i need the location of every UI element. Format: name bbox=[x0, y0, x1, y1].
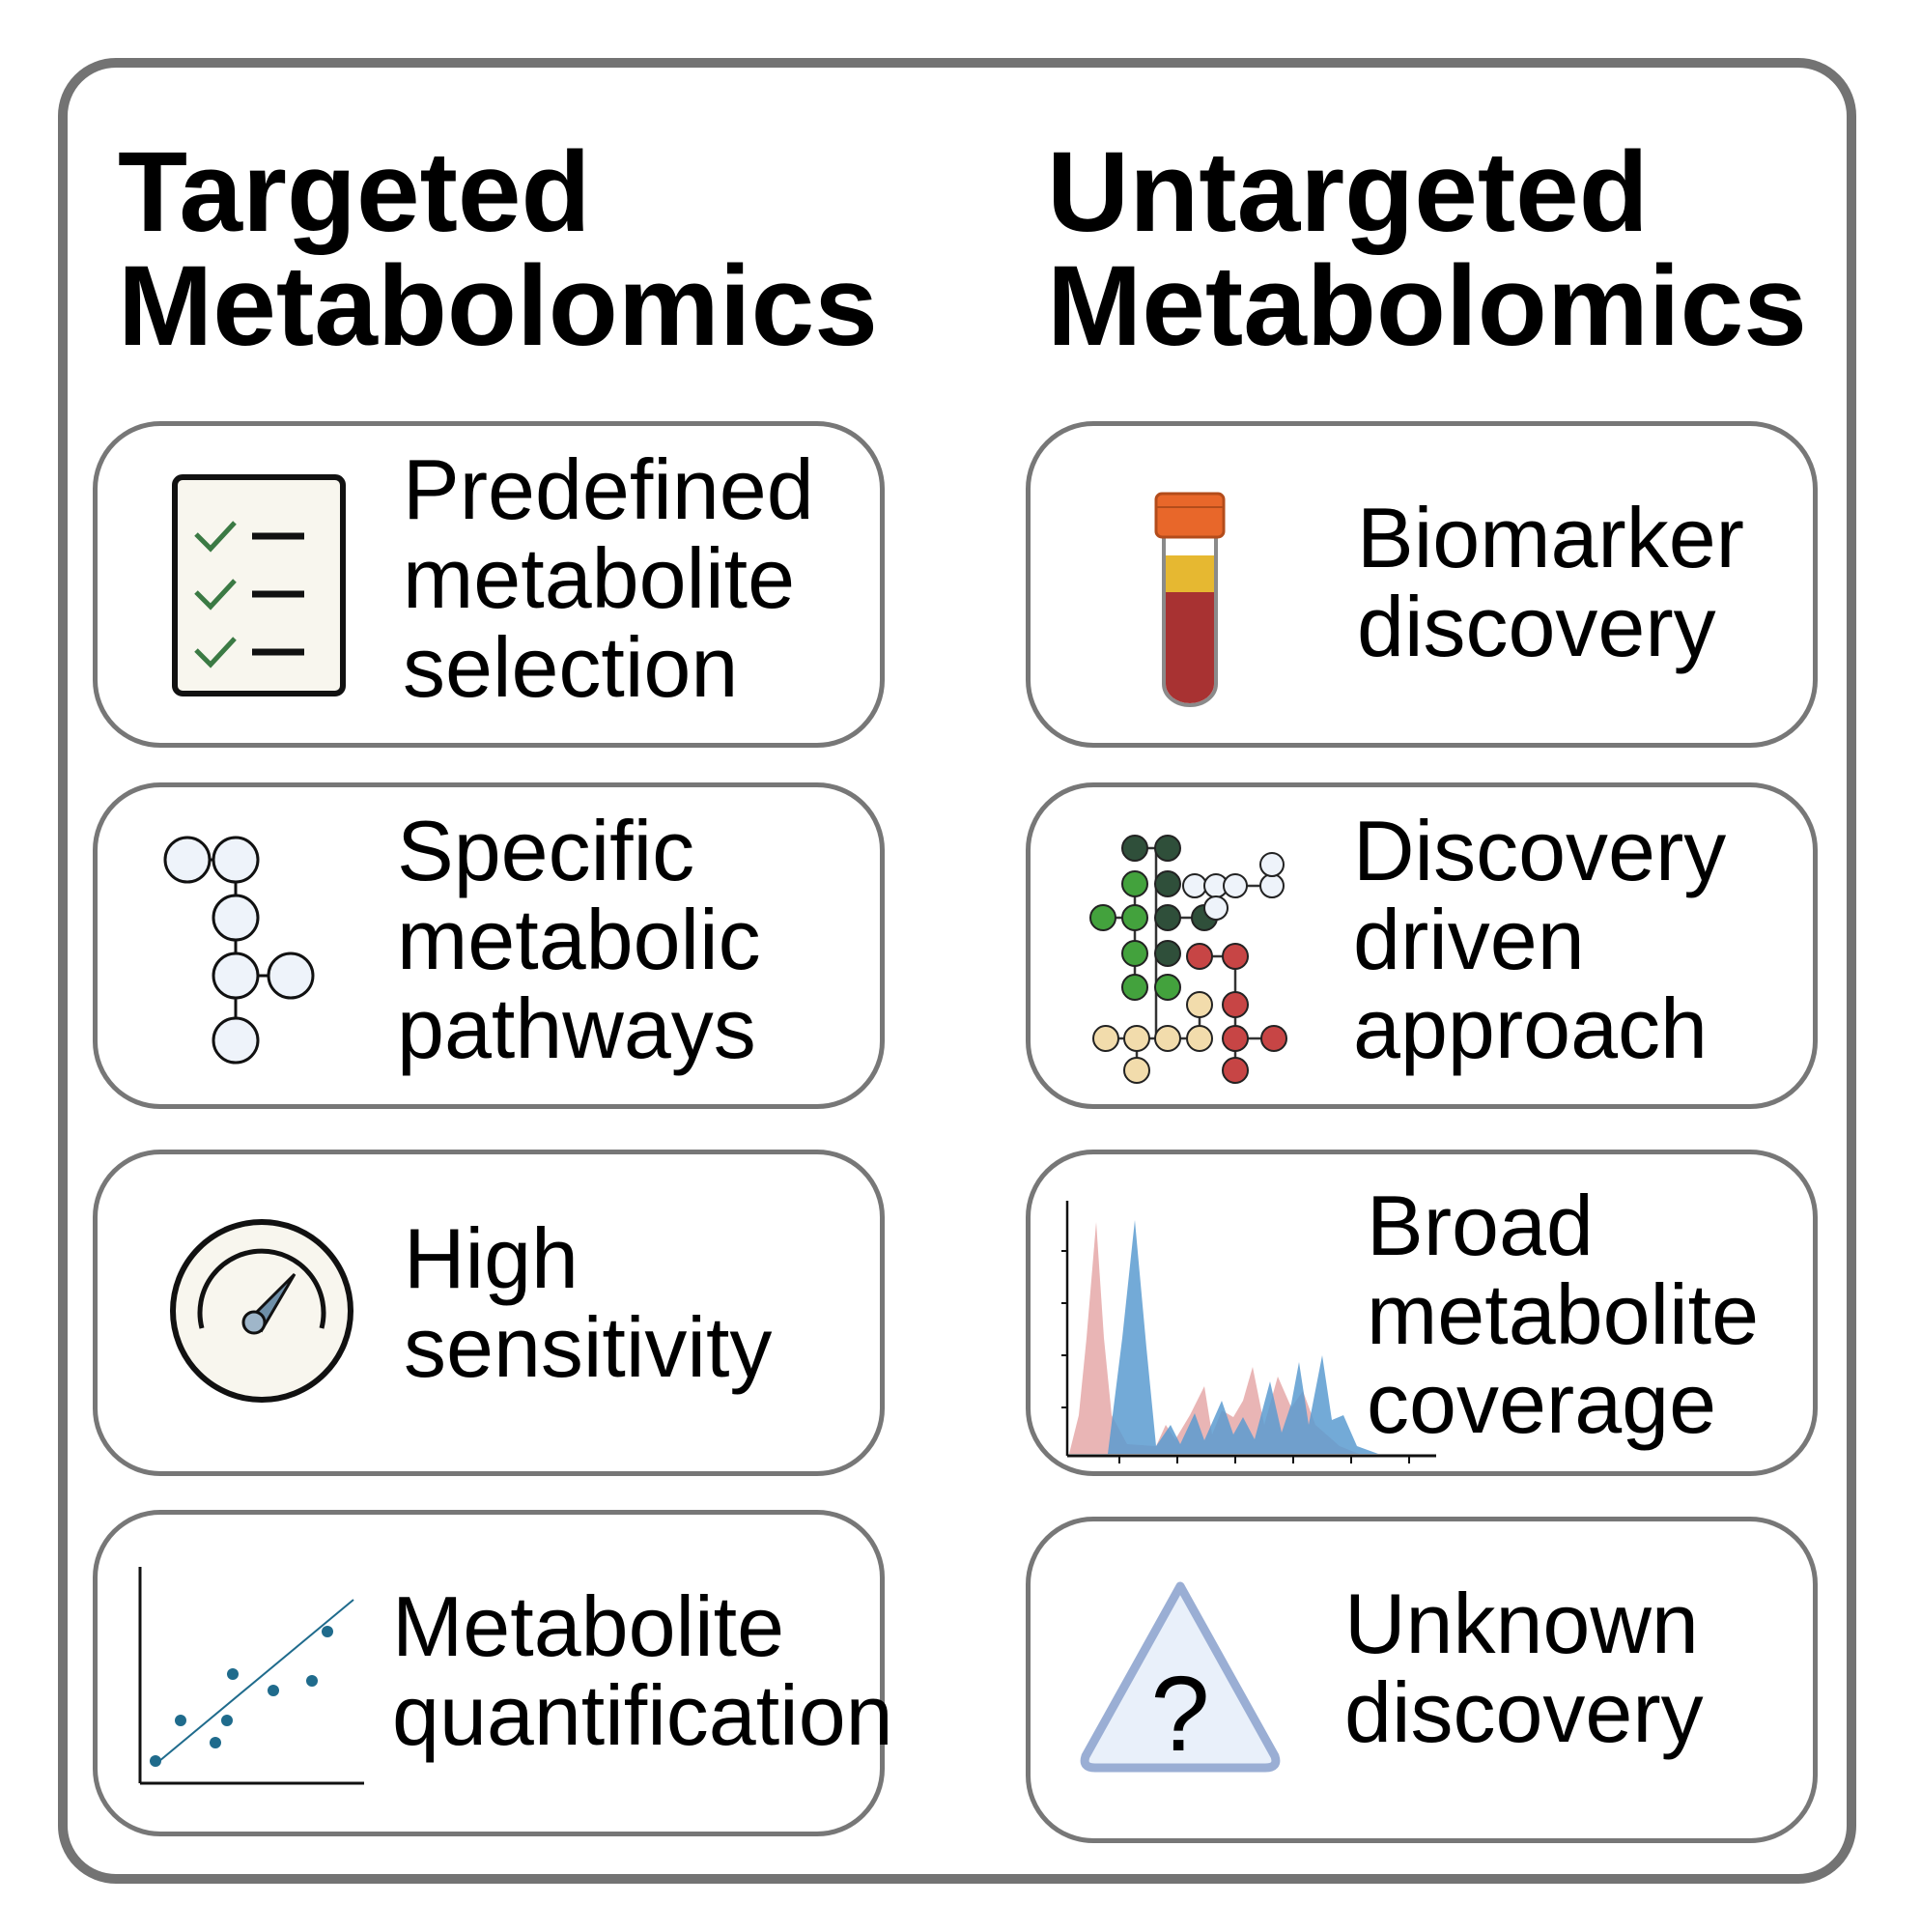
card-sensitivity-line-2: sensitivity bbox=[404, 1299, 773, 1395]
card-unknown-line-1: Unknown bbox=[1344, 1576, 1699, 1671]
card-predefined-line-3: selection bbox=[403, 619, 739, 715]
card-pathways: Specific metabolic pathways bbox=[93, 782, 885, 1109]
warning-question-icon: ? bbox=[1080, 1581, 1281, 1774]
card-quantification: Metabolite quantification bbox=[93, 1510, 893, 1836]
card-quantification-label: Metabolite quantification bbox=[392, 1582, 893, 1760]
card-pathways-label: Specific metabolic pathways bbox=[397, 807, 761, 1073]
card-discovery-driven-line-2: driven bbox=[1353, 892, 1585, 987]
card-discovery-driven: Discovery driven approach bbox=[1026, 782, 1818, 1109]
untargeted-heading-line-1: Untargeted bbox=[1047, 128, 1649, 256]
card-biomarker-label: Biomarker discovery bbox=[1357, 494, 1744, 671]
card-unknown-label: Unknown discovery bbox=[1344, 1579, 1704, 1757]
card-coverage-line-2: metabolite bbox=[1367, 1266, 1760, 1362]
card-predefined-line-1: Predefined bbox=[403, 441, 814, 537]
card-pathways-line-3: pathways bbox=[397, 980, 756, 1076]
card-biomarker-line-2: discovery bbox=[1357, 579, 1716, 674]
untargeted-heading-line-2: Metabolomics bbox=[1047, 242, 1807, 370]
card-coverage-line-1: Broad bbox=[1367, 1178, 1594, 1273]
card-quantification-line-2: quantification bbox=[392, 1667, 893, 1763]
scatter-plot-icon bbox=[138, 1567, 364, 1785]
card-discovery-driven-line-1: Discovery bbox=[1353, 803, 1727, 898]
card-discovery-driven-line-3: approach bbox=[1353, 980, 1708, 1076]
card-unknown-line-2: discovery bbox=[1344, 1664, 1704, 1760]
card-sensitivity-label: High sensitivity bbox=[404, 1214, 772, 1392]
question-mark-glyph: ? bbox=[1150, 1655, 1209, 1774]
untargeted-heading: Untargeted Metabolomics bbox=[1047, 135, 1807, 363]
card-pathways-line-1: Specific bbox=[397, 803, 695, 898]
card-coverage-label: Broad metabolite coverage bbox=[1367, 1181, 1759, 1448]
card-unknown: ? Unknown discovery bbox=[1026, 1517, 1818, 1843]
card-biomarker: Biomarker discovery bbox=[1026, 421, 1818, 748]
blood-tube-icon bbox=[1154, 492, 1226, 707]
card-predefined: Predefined metabolite selection bbox=[93, 421, 885, 748]
card-coverage: Broad metabolite coverage bbox=[1026, 1150, 1818, 1476]
card-predefined-line-2: metabolite bbox=[403, 530, 796, 626]
card-sensitivity: High sensitivity bbox=[93, 1150, 885, 1476]
targeted-heading: Targeted Metabolomics bbox=[118, 135, 878, 363]
card-predefined-label: Predefined metabolite selection bbox=[403, 445, 814, 712]
targeted-heading-line-1: Targeted bbox=[118, 128, 591, 256]
checklist-icon bbox=[172, 474, 346, 696]
card-sensitivity-line-1: High bbox=[404, 1210, 579, 1306]
pathway-icon bbox=[163, 836, 315, 1065]
chromatogram-icon bbox=[1061, 1201, 1436, 1463]
targeted-heading-line-2: Metabolomics bbox=[118, 242, 878, 370]
network-icon bbox=[1089, 835, 1287, 1084]
card-pathways-line-2: metabolic bbox=[397, 892, 761, 987]
card-discovery-driven-label: Discovery driven approach bbox=[1353, 807, 1726, 1073]
gauge-icon bbox=[170, 1219, 353, 1403]
card-coverage-line-3: coverage bbox=[1367, 1355, 1717, 1451]
card-quantification-line-1: Metabolite bbox=[392, 1578, 785, 1674]
card-biomarker-line-1: Biomarker bbox=[1357, 490, 1744, 585]
